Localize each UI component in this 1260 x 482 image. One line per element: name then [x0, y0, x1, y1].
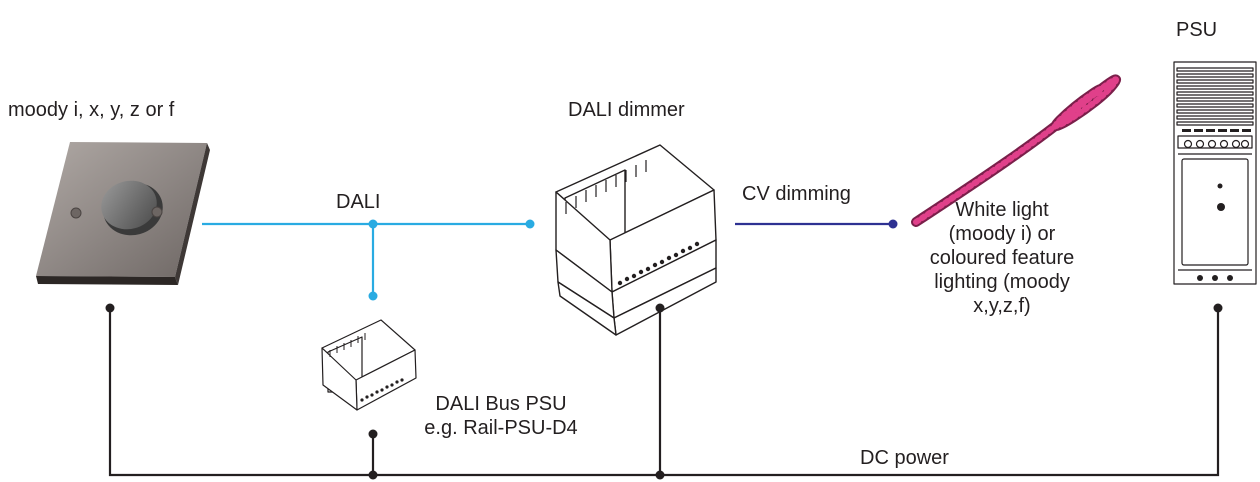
dali-dimmer-connector	[525, 219, 535, 229]
light-description-line: coloured feature	[929, 247, 1075, 269]
dali-bus-psu-line: e.g. Rail-PSU-D4	[424, 417, 578, 439]
bus-psu-power-connector	[368, 429, 378, 439]
moody-power-connector	[105, 303, 115, 313]
light-description-line: x,y,z,f)	[973, 295, 1031, 317]
light-description-line: lighting (moody	[934, 271, 1070, 293]
psu-power-connector	[1213, 303, 1223, 313]
dali-dimmer-module	[555, 144, 717, 336]
moody-control-label: moody i, x, y, z or f	[8, 99, 175, 121]
dimmer-power-connector	[655, 303, 665, 313]
dali-bus-psu-label: DALI Bus PSU e.g. Rail-PSU-D4	[416, 392, 586, 440]
dc-power-lines	[108, 308, 1220, 477]
dali-bus-psu-module	[321, 319, 417, 411]
psu-label: PSU	[1176, 19, 1218, 41]
cv-dimming-connector	[888, 219, 898, 229]
dali-bus-psu-line: DALI Bus PSU	[435, 393, 567, 415]
dali-junction-dot	[368, 219, 378, 229]
cv-dimming-label: CV dimming	[742, 183, 851, 205]
light-description-line: (moody i) or	[948, 223, 1056, 245]
dali-bus-psu-connector	[368, 291, 378, 301]
psu-unit	[1173, 61, 1257, 285]
power-junction-dot	[655, 470, 665, 480]
dali-dimmer-label: DALI dimmer	[568, 99, 685, 121]
power-junction-dot	[368, 470, 378, 480]
moody-control-plate	[36, 142, 210, 285]
dc-power-label: DC power	[860, 447, 949, 469]
dali-bus-lines	[202, 222, 530, 296]
dali-line-label: DALI	[336, 191, 381, 213]
light-description-line: White light	[955, 199, 1049, 221]
led-strip	[911, 74, 1122, 227]
light-description-label: White light (moody i) or coloured featur…	[912, 198, 1092, 318]
